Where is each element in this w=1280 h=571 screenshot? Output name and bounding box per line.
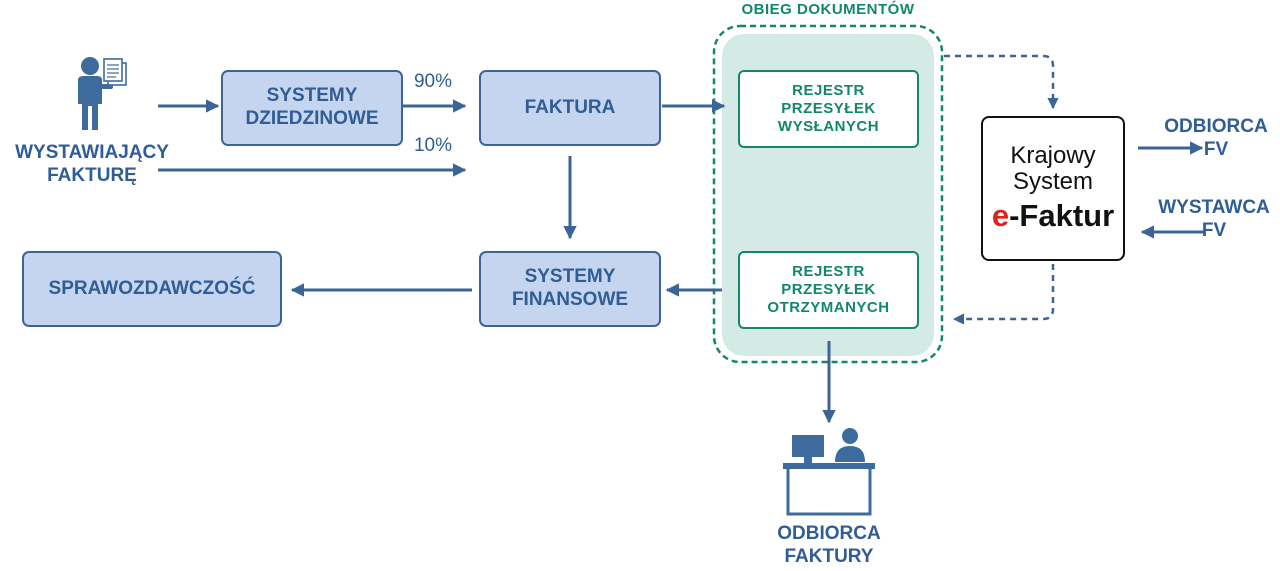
- invoice-receiver-label: ODBIORCA FAKTURY: [777, 523, 881, 567]
- percent-90-label: 90%: [413, 70, 453, 92]
- ksef-line-2: System: [1012, 168, 1093, 195]
- box-sent-register: REJESTR PRZESYŁEK WYSŁANYCH: [738, 70, 919, 148]
- issuer-fv-label: WYSTAWCA FV: [1158, 197, 1270, 241]
- ksef-line-1: Krajowy: [1010, 141, 1096, 169]
- ksef-box: Krajowy System e-Faktur: [981, 116, 1125, 261]
- percent-10-label: 10%: [413, 134, 453, 156]
- box-received-register: REJESTR PRZESYŁEK OTRZYMANYCH: [738, 251, 919, 329]
- box-faktura: FAKTURA: [479, 70, 661, 146]
- person-with-document-icon: [78, 57, 127, 130]
- box-sprawozdawczosc: SPRAWOZDAWCZOŚĆ: [22, 251, 282, 327]
- ksef-brand-e: e: [991, 198, 1010, 234]
- recipient-fv-label: ODBIORCA FV: [1164, 116, 1268, 160]
- dashed-ksef-to-flow: [952, 264, 1055, 325]
- box-systemy-finansowe: SYSTEMY FINANSOWE: [479, 251, 661, 327]
- ksef-brand: e-Faktur: [992, 198, 1114, 234]
- issuer-label: WYSTAWIAJĄCY FAKTURĘ: [15, 142, 169, 186]
- ksef-brand-rest: -Faktur: [1009, 198, 1115, 234]
- box-systemy-dziedzinowe: SYSTEMY DZIEDZINOWE: [221, 70, 403, 146]
- invoice-receiver-desk-icon: [783, 428, 875, 516]
- dashed-flow-to-ksef: [944, 54, 1059, 110]
- document-flow-title: OBIEG DOKUMENTÓW: [741, 1, 915, 18]
